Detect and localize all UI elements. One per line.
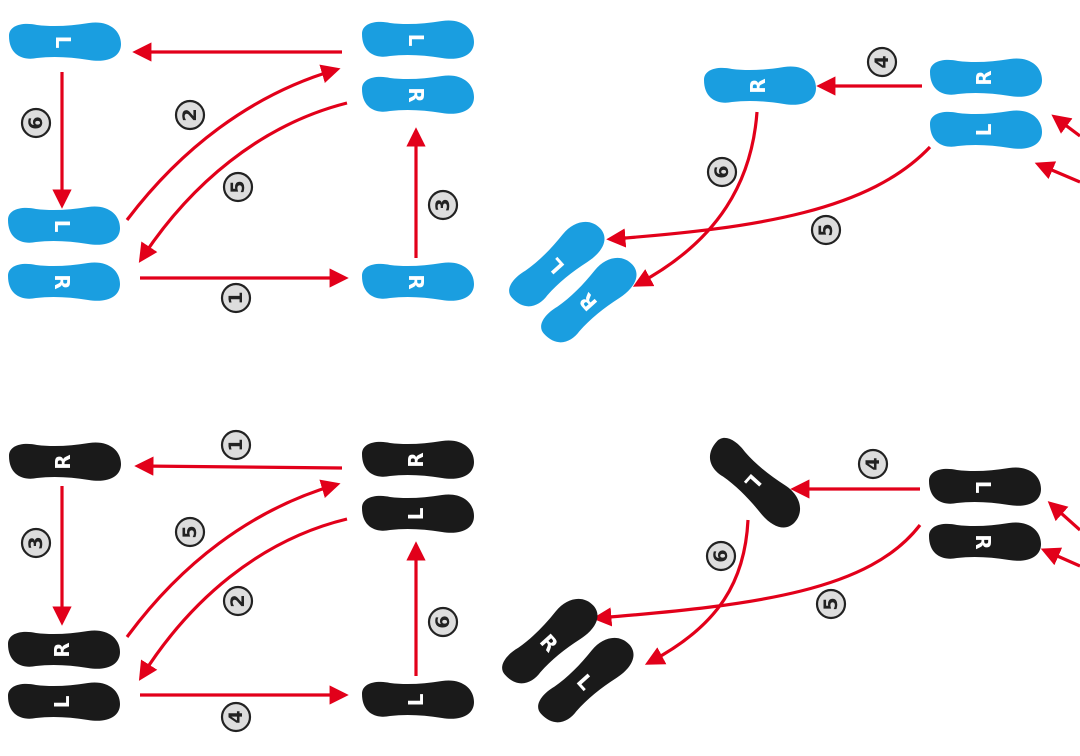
blue-box-diagram: L L R L R R 1 2	[8, 20, 474, 314]
step-arrow-5	[138, 101, 348, 263]
foot-L: L	[531, 628, 641, 733]
foot-R: R	[704, 66, 816, 105]
svg-text:1: 1	[225, 291, 247, 304]
step-number-2: 2	[174, 99, 206, 131]
foot-label: R	[971, 534, 995, 549]
black-turn-diagram: L L R R L 4 6 5	[495, 431, 1080, 733]
foot-R: R	[362, 262, 474, 301]
foot-R: R	[495, 589, 605, 694]
step-arrow-2	[138, 517, 348, 681]
foot-label: R	[50, 274, 74, 289]
step-number-4: 4	[866, 46, 898, 78]
svg-text:5: 5	[815, 223, 837, 236]
foot-label: R	[404, 274, 428, 289]
step-number-5: 5	[222, 171, 254, 203]
foot-L: L	[8, 682, 120, 721]
blue-turn-arrows	[606, 76, 1080, 287]
svg-text:5: 5	[820, 597, 842, 610]
step-number-1: 1	[220, 282, 252, 314]
svg-text:3: 3	[432, 198, 454, 211]
step-number-5: 5	[810, 214, 842, 246]
foot-label: R	[51, 454, 75, 469]
foot-label: L	[50, 695, 74, 708]
svg-text:5: 5	[179, 525, 201, 538]
foot-label: L	[971, 481, 995, 494]
step-number-6: 6	[427, 606, 459, 638]
foot-L: L	[8, 206, 120, 245]
black-turn-arrows	[592, 479, 1080, 665]
step-number-4: 4	[220, 701, 252, 733]
foot-R: R	[930, 58, 1042, 97]
step-number-6: 6	[706, 156, 738, 188]
step-arrow-1	[134, 456, 343, 476]
svg-text:3: 3	[25, 536, 47, 549]
foot-label: R	[50, 642, 74, 657]
step-arrow-incoming	[1034, 161, 1080, 184]
foot-label: L	[51, 36, 75, 49]
svg-text:4: 4	[225, 710, 247, 723]
step-arrow-incoming	[1051, 114, 1080, 138]
step-number-5: 5	[815, 588, 847, 620]
svg-text:4: 4	[871, 55, 893, 68]
foot-L: L	[929, 467, 1041, 506]
svg-text:6: 6	[25, 116, 47, 129]
foot-label: R	[404, 452, 428, 467]
svg-text:1: 1	[225, 438, 247, 451]
foot-label: L	[50, 220, 74, 233]
foot-R: R	[9, 442, 121, 481]
step-arrow-6	[644, 519, 750, 665]
foot-R: R	[8, 630, 120, 669]
black-box-diagram: R R L R L L 1 3	[8, 429, 474, 733]
step-number-6: 6	[20, 107, 52, 139]
svg-text:2: 2	[227, 594, 249, 607]
foot-R: R	[362, 75, 474, 114]
step-arrow-5	[606, 145, 932, 248]
step-arrow-5	[592, 524, 922, 627]
foot-L: L	[502, 212, 612, 317]
foot-label: L	[404, 507, 428, 520]
foot-label: R	[404, 87, 428, 102]
step-number-2: 2	[222, 585, 254, 617]
step-arrow-6	[632, 111, 759, 287]
foot-R: R	[8, 262, 120, 301]
black-box-arrows	[52, 456, 426, 705]
foot-L: L	[930, 110, 1042, 149]
foot-label: R	[746, 78, 770, 93]
step-number-5: 5	[174, 516, 206, 548]
step-number-1: 1	[220, 429, 252, 461]
foot-R: R	[534, 248, 644, 353]
foot-L: L	[9, 22, 121, 61]
svg-text:4: 4	[862, 457, 884, 470]
foot-R: R	[929, 522, 1041, 561]
foot-L: L	[362, 494, 474, 533]
svg-text:5: 5	[227, 180, 249, 193]
foot-label: L	[404, 34, 428, 47]
blue-box-arrows	[52, 42, 426, 288]
svg-text:6: 6	[710, 549, 732, 562]
svg-text:6: 6	[432, 615, 454, 628]
step-number-4: 4	[857, 448, 889, 480]
foot-L: L	[700, 431, 810, 535]
svg-text:2: 2	[179, 108, 201, 121]
step-arrow-2	[125, 64, 341, 221]
foot-L: L	[362, 680, 474, 719]
blue-turn-diagram: R R L L R 4 5 6	[502, 46, 1080, 353]
foot-label: L	[972, 123, 996, 136]
step-number-6: 6	[705, 540, 737, 572]
svg-text:6: 6	[711, 165, 733, 178]
foot-label: L	[404, 693, 428, 706]
foot-L: L	[362, 20, 474, 59]
step-arrow-incoming	[1047, 501, 1080, 532]
step-arrow-incoming	[1040, 547, 1080, 568]
foot-label: R	[972, 70, 996, 85]
foot-R: R	[362, 440, 474, 479]
step-arrow-5	[125, 479, 341, 638]
step-number-3: 3	[20, 527, 52, 559]
step-number-3: 3	[427, 189, 459, 221]
